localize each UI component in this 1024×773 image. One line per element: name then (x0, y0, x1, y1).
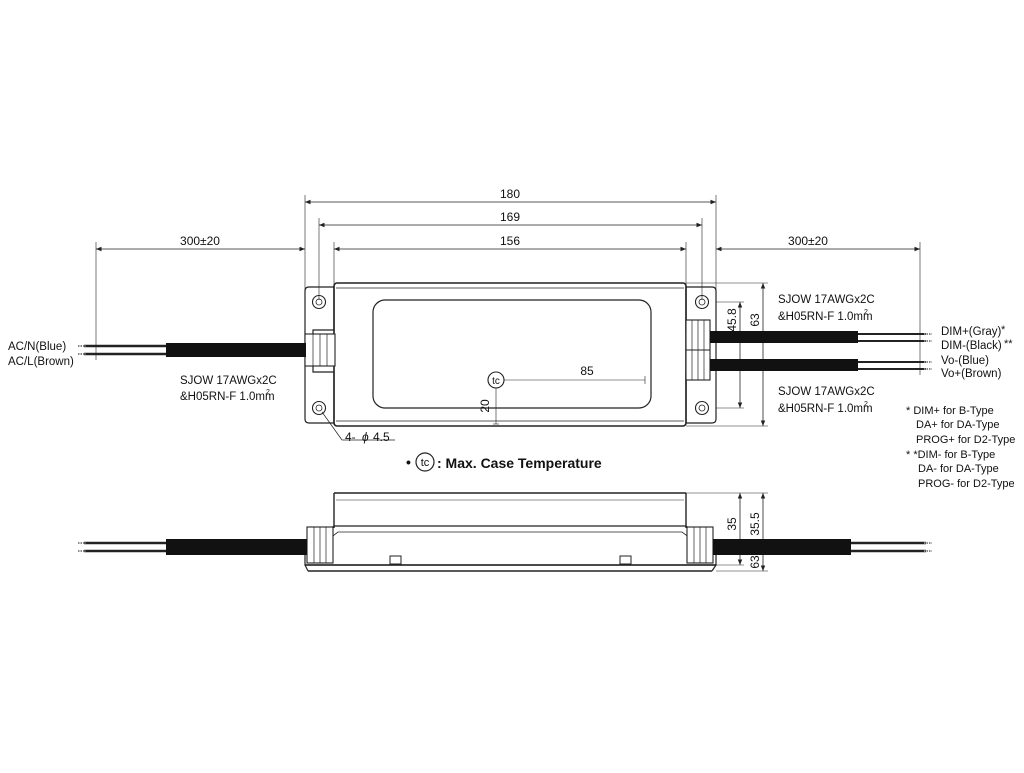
label-ac-l: AC/L(Brown) (8, 356, 74, 368)
dim-20: 20 (478, 399, 492, 413)
tc-legend-text: : Max. Case Temperature (437, 455, 602, 471)
label-cable-right-top-1: SJOW 17AWGx2C (778, 294, 875, 306)
dim-35-5: 35.5 (748, 512, 762, 536)
note-2: DA+ for DA-Type (916, 419, 999, 431)
squared-right-bot: 2 (864, 401, 868, 408)
note-1: * DIM+ for B-Type (906, 405, 994, 417)
note-6: PROG- for D2-Type (918, 478, 1015, 490)
dimension-labels: 180 169 156 300±20 300±20 85 20 45.8 63 … (180, 187, 828, 569)
label-cable-right-bot-2: &H05RN-F 1.0mm (778, 403, 873, 415)
top-view (95, 195, 921, 441)
tc-legend: • tc : Max. Case Temperature (406, 452, 602, 472)
side-view (304, 492, 768, 572)
dim-63-side: 63 (748, 555, 762, 569)
dim-lead-left: 300±20 (180, 234, 220, 248)
note-4: * *DIM- for B-Type (906, 449, 995, 461)
note-3: PROG+ for D2-Type (916, 434, 1015, 446)
tc-legend-symbol: tc (421, 457, 430, 469)
star-dim-plus: * (1001, 324, 1006, 336)
squared-right-top: 2 (864, 309, 868, 316)
label-ac-n: AC/N(Blue) (8, 341, 66, 353)
top-cables (78, 331, 932, 371)
squared-left: 2 (266, 389, 270, 396)
label-dim-plus: DIM+(Gray) (941, 326, 1002, 338)
dim-85: 85 (580, 364, 594, 378)
label-cable-right-bot-1: SJOW 17AWGx2C (778, 386, 875, 398)
label-cable-left-2: &H05RN-F 1.0mm (180, 391, 275, 403)
star-dim-minus: ** (1004, 338, 1013, 350)
label-dim-minus: DIM-(Black) (941, 340, 1002, 352)
side-cables (78, 539, 932, 555)
phi-symbol: ϕ (362, 430, 369, 444)
dim-lead-right: 300±20 (788, 234, 828, 248)
dim-35: 35 (725, 517, 739, 531)
dim-156: 156 (500, 234, 520, 248)
label-cable-right-top-2: &H05RN-F 1.0mm (778, 311, 873, 323)
label-vo-plus: Vo+(Brown) (941, 368, 1002, 380)
dim-169: 169 (500, 210, 520, 224)
hole-diameter: 4.5 (373, 430, 390, 444)
tc-legend-bullet: • (406, 454, 411, 470)
label-cable-left-1: SJOW 17AWGx2C (180, 375, 277, 387)
tc-legend-circle-icon (415, 452, 435, 472)
label-vo-minus: Vo-(Blue) (941, 355, 989, 367)
tc-point-symbol: tc (492, 376, 500, 387)
wire-labels: AC/N(Blue) AC/L(Brown) SJOW 17AWGx2C &H0… (8, 294, 1013, 415)
dim-45-8: 45.8 (725, 308, 739, 332)
note-5: DA- for DA-Type (918, 463, 999, 475)
dim-63: 63 (748, 313, 762, 327)
hole-count: 4- (345, 430, 356, 444)
dim-180: 180 (500, 187, 520, 201)
type-notes: * DIM+ for B-Type DA+ for DA-Type PROG+ … (906, 405, 1015, 490)
